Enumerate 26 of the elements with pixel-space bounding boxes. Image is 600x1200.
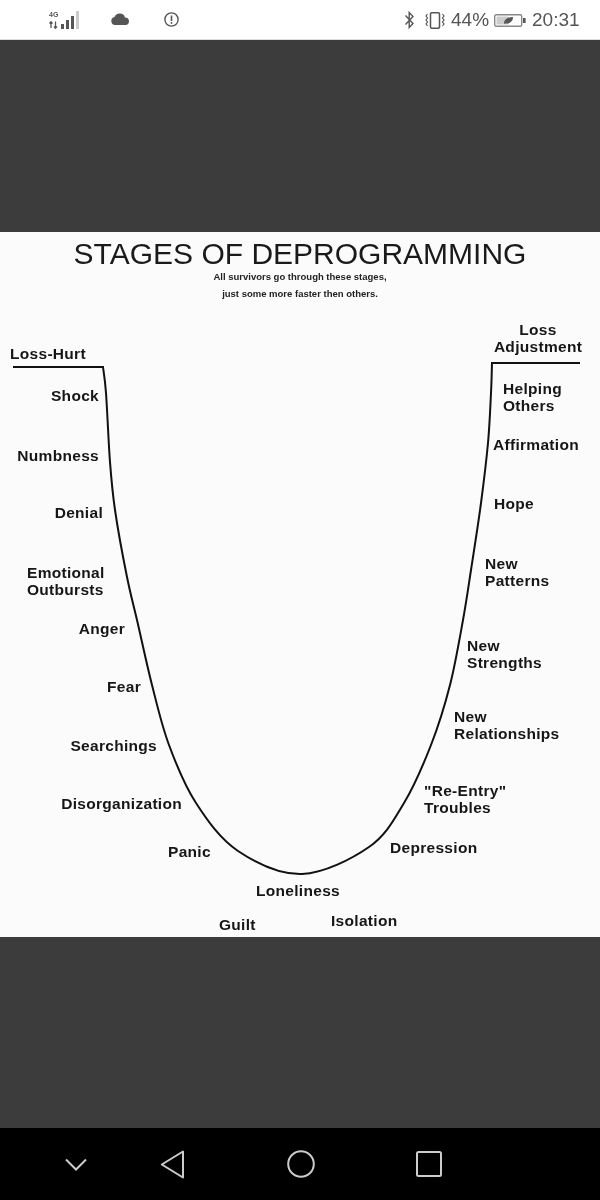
stage-label: Disorganization	[61, 794, 182, 812]
stage-label: "Re-Entry" Troubles	[424, 781, 508, 816]
stage-label: Isolation	[331, 911, 398, 929]
subtitle: All survivors go through these stages, just some more faster then others.	[212, 269, 388, 301]
stage-label: Guilt	[219, 915, 256, 933]
stage-label: Hope	[494, 494, 534, 512]
stage-label: Numbness	[17, 446, 99, 464]
stage-label: Helping Others	[503, 379, 563, 414]
stage-label: Panic	[168, 842, 211, 860]
stage-label: Fear	[107, 677, 141, 695]
stage-label: Anger	[78, 619, 125, 637]
stage-label: New Patterns	[485, 554, 551, 589]
stage-label: Loneliness	[256, 881, 340, 899]
stage-label: New Strengths	[467, 636, 544, 671]
stage-label: Searchings	[70, 736, 157, 754]
diagram-title: STAGES OF DEPROGRAMMING	[72, 237, 528, 271]
stage-label: New Relationships	[454, 707, 561, 742]
stage-label: Shock	[51, 386, 99, 404]
stage-label: Denial	[54, 503, 103, 521]
stage-label: Depression	[390, 838, 478, 856]
stage-label: Affirmation	[493, 435, 579, 453]
stage-label: Emotional Outbursts	[27, 563, 106, 598]
stage-label: Loss-Hurt	[10, 344, 86, 362]
stage-label: Loss Adjustment	[493, 320, 583, 355]
battery-percentage: 44%	[451, 9, 490, 31]
clock-time: 20:31	[532, 9, 580, 31]
